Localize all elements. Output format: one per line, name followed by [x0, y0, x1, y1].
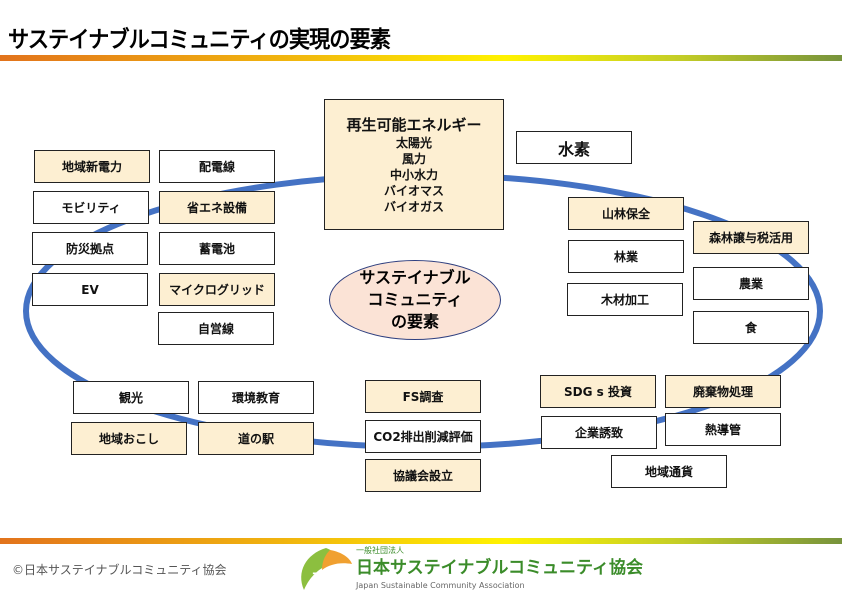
element-box: 協議会設立 — [365, 459, 481, 492]
element-box: FS調査 — [365, 380, 481, 413]
association-logo: J 一般社団法人 日本サステイナブルコミュニティ協会 Japan Sustain… — [296, 546, 643, 594]
element-box: マイクログリッド — [159, 273, 275, 306]
logo-english: Japan Sustainable Community Association — [356, 581, 525, 590]
center-line: コミュニティ — [367, 290, 463, 309]
element-box: 林業 — [568, 240, 684, 273]
renewable-item: バイオガス — [383, 199, 444, 214]
renewable-head: 再生可能エネルギー — [346, 115, 482, 134]
logo-org-type: 一般社団法人 — [356, 546, 404, 555]
footer-gradient-bar — [0, 538, 842, 544]
header-gradient-bar — [0, 55, 842, 61]
renewable-item: 中小水力 — [389, 167, 438, 182]
element-box: 観光 — [73, 381, 189, 414]
element-box: 防災拠点 — [32, 232, 148, 265]
element-box: EV — [32, 273, 148, 306]
renewable-energy-box: 再生可能エネルギー 太陽光 風力 中小水力 バイオマス バイオガス — [324, 99, 504, 230]
element-box: 地域新電力 — [34, 150, 150, 183]
center-line: サステイナブル — [359, 268, 471, 287]
element-box: モビリティ — [33, 191, 149, 224]
element-box: 山林保全 — [568, 197, 684, 230]
element-box: 農業 — [693, 267, 809, 300]
element-box: 森林譲与税活用 — [693, 221, 809, 254]
logo-name: 日本サステイナブルコミュニティ協会 — [356, 558, 643, 578]
center-ellipse: サステイナブル コミュニティ の要素 — [329, 260, 501, 340]
element-box: 熱導管 — [665, 413, 781, 446]
element-box: 地域通貨 — [611, 455, 727, 488]
element-box: 自営線 — [158, 312, 274, 345]
copyright: ©日本サステイナブルコミュニティ協会 — [12, 563, 227, 577]
element-box: 木材加工 — [567, 283, 683, 316]
element-box: 水素 — [516, 131, 632, 164]
element-box: 環境教育 — [198, 381, 314, 414]
element-box: 蓄電池 — [159, 232, 275, 265]
center-line: の要素 — [390, 312, 439, 331]
element-box: CO2排出削減評価 — [365, 420, 481, 453]
logo-mark-icon: J — [301, 548, 352, 590]
element-box: 配電線 — [159, 150, 275, 183]
element-box: 企業誘致 — [541, 416, 657, 449]
page-title: サステイナブルコミュニティの実現の要素 — [8, 27, 391, 53]
element-box: 食 — [693, 311, 809, 344]
element-box: 廃棄物処理 — [665, 375, 781, 408]
renewable-item: 風力 — [401, 151, 426, 166]
svg-text:J: J — [310, 569, 318, 585]
element-box: 省エネ設備 — [159, 191, 275, 224]
element-box: 道の駅 — [198, 422, 314, 455]
renewable-item: バイオマス — [383, 183, 444, 198]
renewable-item: 太陽光 — [395, 135, 432, 150]
element-box: 地域おこし — [71, 422, 187, 455]
element-box: SDG s 投資 — [540, 375, 656, 408]
